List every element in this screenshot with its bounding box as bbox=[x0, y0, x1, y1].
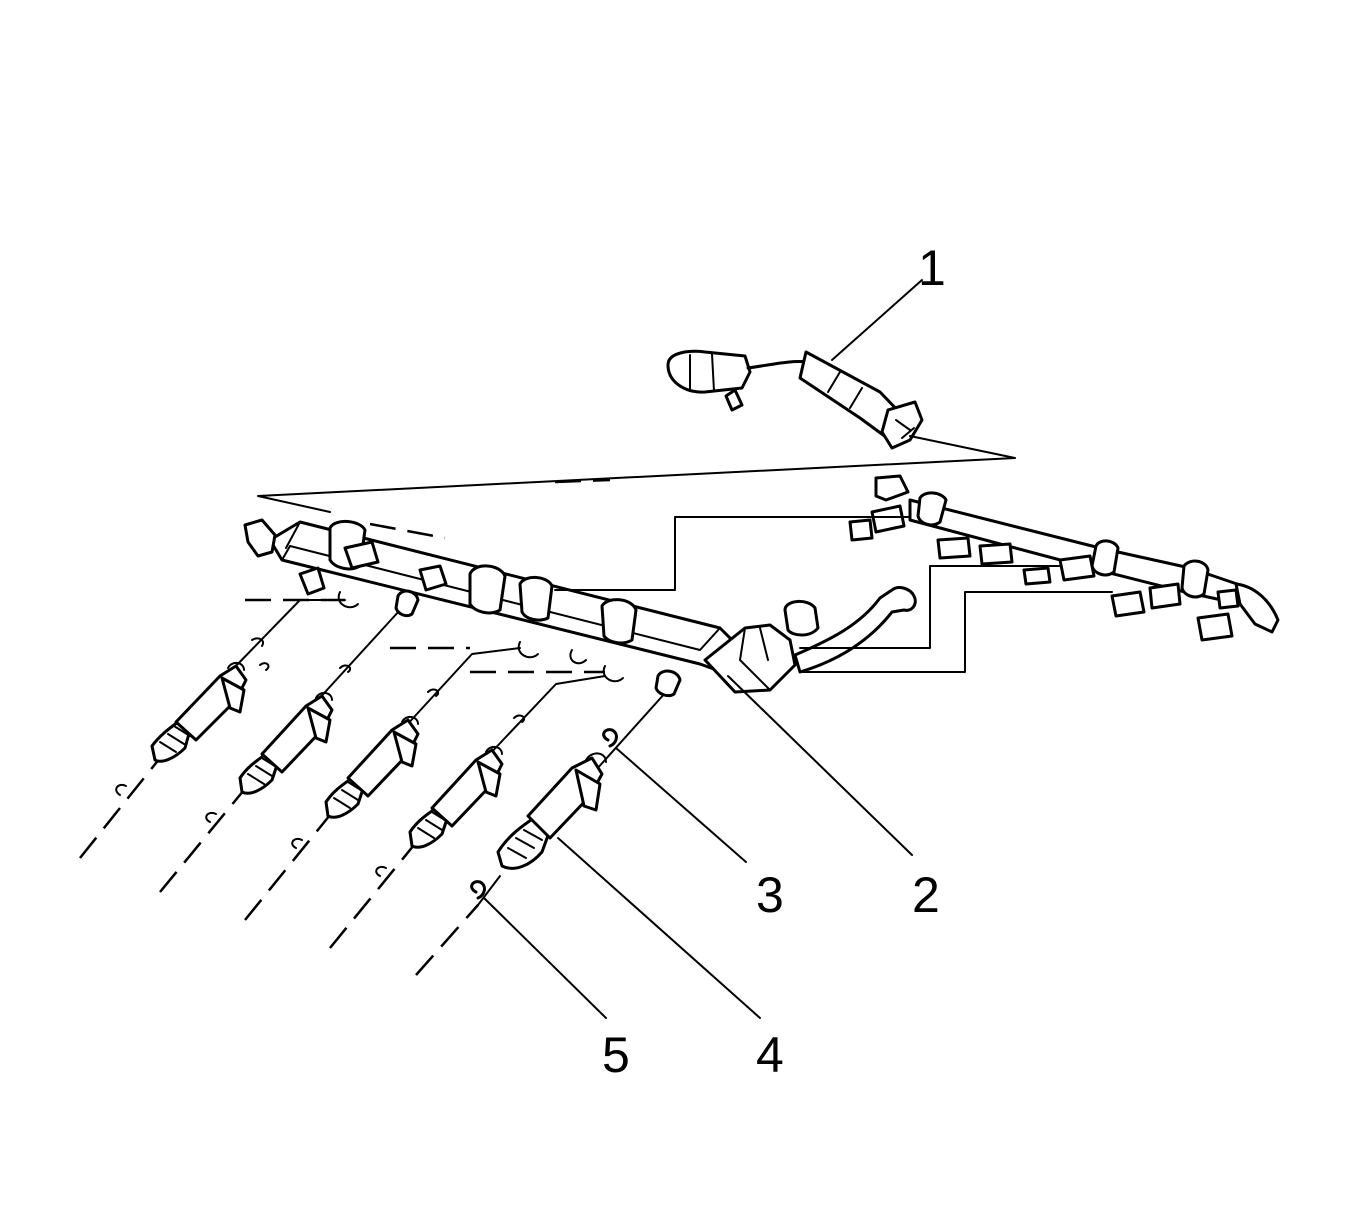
fuel-injector-2 bbox=[159, 589, 420, 893]
callout-2: 2 bbox=[912, 867, 940, 923]
callout-3: 3 bbox=[756, 867, 784, 923]
callout-1: 1 bbox=[918, 240, 946, 296]
fuel-rail bbox=[243, 518, 917, 694]
callout-labels: 1 2 3 4 5 bbox=[602, 240, 946, 1083]
wiring-harness-connector bbox=[666, 349, 924, 450]
fuel-injector-3 bbox=[244, 641, 539, 921]
fuel-injector-5 bbox=[415, 669, 682, 976]
callout-5: 5 bbox=[602, 1027, 630, 1083]
callout-leaders bbox=[483, 279, 923, 1019]
callout-4: 4 bbox=[756, 1027, 784, 1083]
upper-o-ring bbox=[602, 728, 618, 748]
fuel-injector-1 bbox=[79, 566, 359, 859]
fuel-injector-4 bbox=[329, 649, 624, 949]
harness-trunk bbox=[848, 474, 1280, 642]
lower-o-ring bbox=[470, 880, 486, 900]
fuel-injectors bbox=[79, 566, 682, 976]
assembly-lines bbox=[257, 435, 1113, 673]
